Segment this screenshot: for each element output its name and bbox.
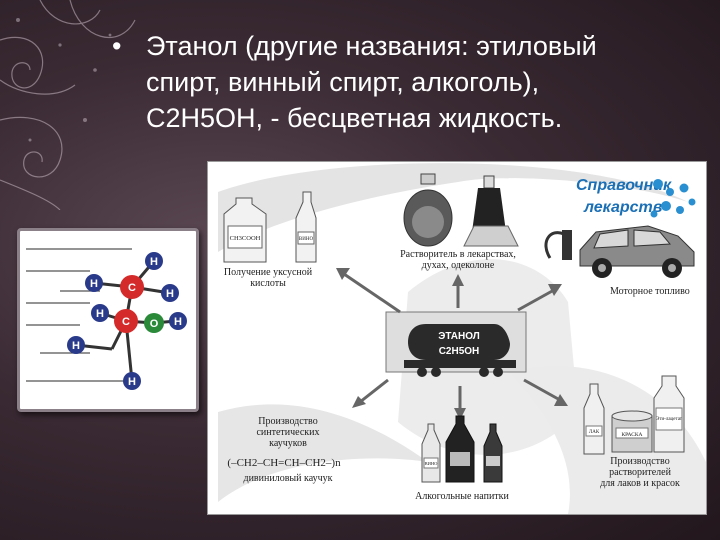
atom-o: O	[150, 318, 159, 330]
alcohol-bottles: ВИНО	[421, 415, 503, 483]
label-paints-1: Производство	[610, 456, 669, 467]
label-rubber-3: каучуков	[269, 438, 307, 449]
perfume-bottles	[403, 173, 519, 247]
bullet-marker: •	[112, 31, 122, 61]
can-label: ЛАК	[589, 430, 600, 435]
label-fuel: Моторное топливо	[610, 286, 690, 297]
swirl-ornament	[0, 0, 136, 210]
wine-bottle-label: ВИНО	[425, 461, 439, 466]
atom-h-1: H	[90, 278, 98, 290]
tanker-label-1: ЭТАНОЛ	[438, 331, 480, 342]
label-paints-3: для лаков и красок	[600, 478, 680, 489]
acid-bottle-label: CH3COOH	[230, 235, 261, 242]
acetic-acid-bottles: CH3COOH ВИНО	[223, 191, 317, 263]
label-rubber-1: Производство	[258, 416, 317, 427]
atom-h-5: H	[174, 316, 182, 328]
label-rubber-name: дивиниловый каучук	[243, 473, 332, 484]
ethanol-uses-diagram: CH3COOH ВИНО Получение уксусной кислоты …	[207, 161, 707, 515]
label-solvent-2: духах, одеколоне	[422, 260, 495, 271]
fuel-pump-and-car	[544, 225, 695, 278]
text-line-2: спирт, винный спирт, алкоголь),	[146, 67, 540, 97]
label-solvent-1: Растворитель в лекарствах,	[400, 249, 516, 260]
label-rubber-formula: (–CH2–CH=CH–CH2–)n	[227, 457, 341, 469]
tanker-label-2: C2H5OH	[439, 346, 480, 357]
ethyl-acetate-label: Эти-лацетат	[656, 417, 683, 422]
reference-title-1: Справочник	[576, 177, 672, 194]
text-line-3: C2H5OH, - бесцветная жидкость.	[146, 103, 563, 133]
atom-h-2: H	[150, 256, 158, 268]
paint-box-label: КРАСКА	[621, 432, 642, 438]
ethanol-tanker: ЭТАНОЛ C2H5OH	[385, 311, 527, 377]
small-bottle-label: ВИНО	[299, 237, 314, 242]
label-paints-2: растворителей	[609, 467, 671, 478]
atom-h-3: H	[166, 288, 174, 300]
paint-solvent-containers: ЛАК КРАСКА Эти-лацетат	[583, 375, 685, 455]
atom-h-7: H	[128, 376, 136, 388]
label-rubber-2: синтетических	[256, 427, 319, 438]
ethanol-molecule-image: H H C H H C O H H H	[17, 228, 199, 412]
arrows	[336, 268, 568, 420]
atom-h-6: H	[72, 340, 80, 352]
label-acetic-2: кислоты	[250, 278, 286, 289]
pills-decoration	[650, 179, 696, 218]
slide-text: • Этанол (другие названия: этиловый спир…	[112, 28, 702, 136]
atom-c-2: C	[122, 316, 130, 328]
text-line-1: Этанол (другие названия: этиловый	[146, 31, 597, 61]
atom-c-1: C	[128, 282, 136, 294]
label-alcohol: Алкогольные напитки	[415, 491, 509, 502]
label-acetic-1: Получение уксусной	[224, 267, 313, 278]
atom-h-4: H	[96, 308, 104, 320]
reference-title-2: лекарств	[583, 199, 663, 216]
